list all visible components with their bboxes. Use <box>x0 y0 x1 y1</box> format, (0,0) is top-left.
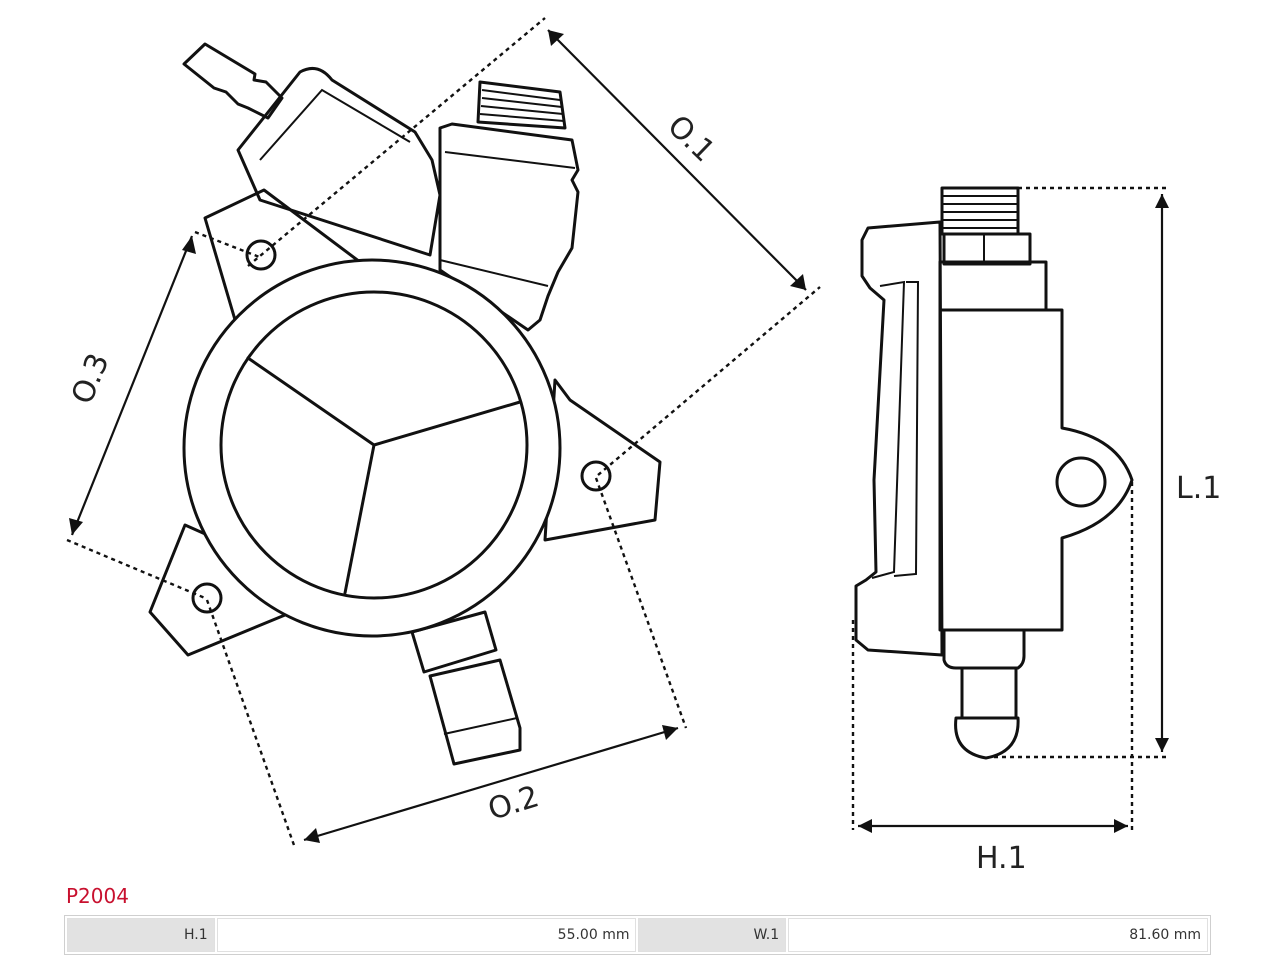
hose-nipple-top <box>182 42 284 120</box>
outlet-pipe <box>410 610 498 674</box>
label-o1: O.1 <box>660 109 721 170</box>
technical-drawing: O.1 O.3 O.2 L.1 H.1 <box>65 17 1221 876</box>
spec-table: H.1 55.00 mm W.1 81.60 mm <box>64 915 1211 955</box>
spec-label-w1: W.1 <box>638 918 787 952</box>
mounting-hole-1 <box>245 239 277 271</box>
front-dimensions <box>66 17 821 849</box>
spec-row: H.1 55.00 mm W.1 81.60 mm <box>67 918 1208 952</box>
spec-label-h1: H.1 <box>67 918 215 952</box>
label-h1: H.1 <box>976 841 1027 876</box>
label-l1: L.1 <box>1176 471 1221 506</box>
mounting-hole-3 <box>191 582 223 614</box>
side-flange <box>854 220 944 657</box>
side-collar <box>938 260 1048 312</box>
side-dimensions <box>851 186 1169 833</box>
housing-y-lines <box>246 356 522 595</box>
spec-value-w1: 81.60 mm <box>788 918 1208 952</box>
side-eyelet-hole <box>1055 456 1107 508</box>
dimension-line-o3 <box>70 235 194 536</box>
label-o3: O.3 <box>65 349 117 409</box>
dimension-line-o1 <box>547 29 807 291</box>
fitting-body <box>438 122 580 332</box>
inlet-housing <box>236 66 442 257</box>
side-outlet <box>942 628 1026 670</box>
side-body <box>938 308 1134 632</box>
label-o2: O.2 <box>484 779 543 827</box>
dimension-line-o2 <box>303 726 679 842</box>
spec-value-h1: 55.00 mm <box>216 918 637 952</box>
thread-top <box>476 80 567 130</box>
side-view <box>854 186 1134 760</box>
mounting-hole-2 <box>580 460 612 492</box>
part-code: P2004 <box>66 884 129 908</box>
side-nut <box>942 232 1032 266</box>
pump-housing-inner <box>219 290 529 600</box>
front-view <box>148 42 662 766</box>
mounting-lug-right <box>543 378 662 542</box>
